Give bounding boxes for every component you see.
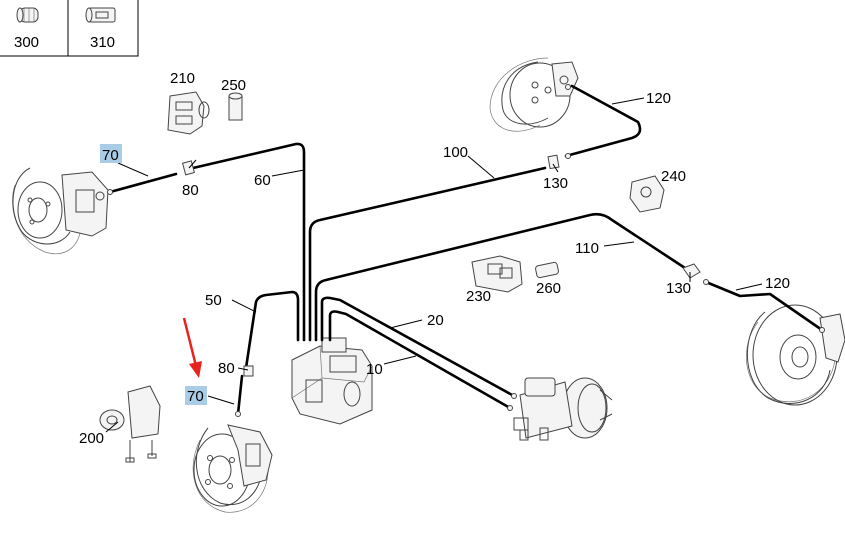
legend-item-300[interactable]: 300 [14,34,39,51]
pipe-10 [328,310,512,410]
legend-item-310[interactable]: 310 [90,34,115,51]
front-left-brake-disc [12,167,109,255]
callout-110[interactable]: 110 [575,240,599,257]
brake-pipes [108,84,824,416]
pipe-60 [191,142,306,342]
callout-80-top[interactable]: 80 [182,182,199,199]
callout-120-top[interactable]: 120 [646,90,671,107]
callout-70-bottom[interactable]: 70 [187,388,204,405]
callout-130-top[interactable]: 130 [543,175,568,192]
grommet-icon [16,7,39,23]
callout-210[interactable]: 210 [170,70,195,87]
callout-240[interactable]: 240 [661,168,686,185]
sensor-200-part [99,385,161,463]
callout-70-top[interactable]: 70 [102,147,119,164]
callout-100[interactable]: 100 [443,144,468,161]
pipe-120-top [564,84,642,158]
callout-260[interactable]: 260 [536,280,561,297]
pipe-fittings [107,84,825,417]
leader-lines [105,97,763,433]
bracket-230-part [471,255,523,293]
holder-240-part [629,175,665,213]
callout-labels: 70 80 60 210 250 100 130 120 240 110 230… [79,70,790,447]
sleeve-250-part [228,92,243,121]
front-right-brake-disc [192,424,273,513]
highlight-70-top [100,144,122,163]
pipe-120-right [704,280,824,332]
callout-250[interactable]: 250 [221,77,246,94]
abs-hydraulic-unit [291,337,373,425]
pipe-70-bottom [236,374,244,416]
callout-50[interactable]: 50 [205,292,222,309]
callout-130-right[interactable]: 130 [666,280,691,297]
callout-60[interactable]: 60 [254,172,271,189]
master-cylinder-booster [513,377,613,441]
sleeve-icon [85,7,116,23]
callout-80-bottom[interactable]: 80 [218,360,235,377]
pipe-110 [314,212,687,342]
pipe-20 [320,296,516,398]
callout-20[interactable]: 20 [427,312,444,329]
legend-box: 300 310 [0,0,139,57]
red-arrow-indicator [182,317,202,378]
pipe-100 [308,166,547,342]
callout-230[interactable]: 230 [466,288,491,305]
pipe-70-top [108,172,178,194]
callout-200[interactable]: 200 [79,430,104,447]
callout-10[interactable]: 10 [366,361,383,378]
bracket-210-part [167,91,210,135]
pipe-50 [244,290,300,370]
sleeve-260-part [535,261,559,279]
rear-right-brake-disc [746,304,845,406]
callout-120-right[interactable]: 120 [765,275,790,292]
rear-brake-disc-top [489,57,579,132]
highlight-70-bottom [185,386,207,405]
